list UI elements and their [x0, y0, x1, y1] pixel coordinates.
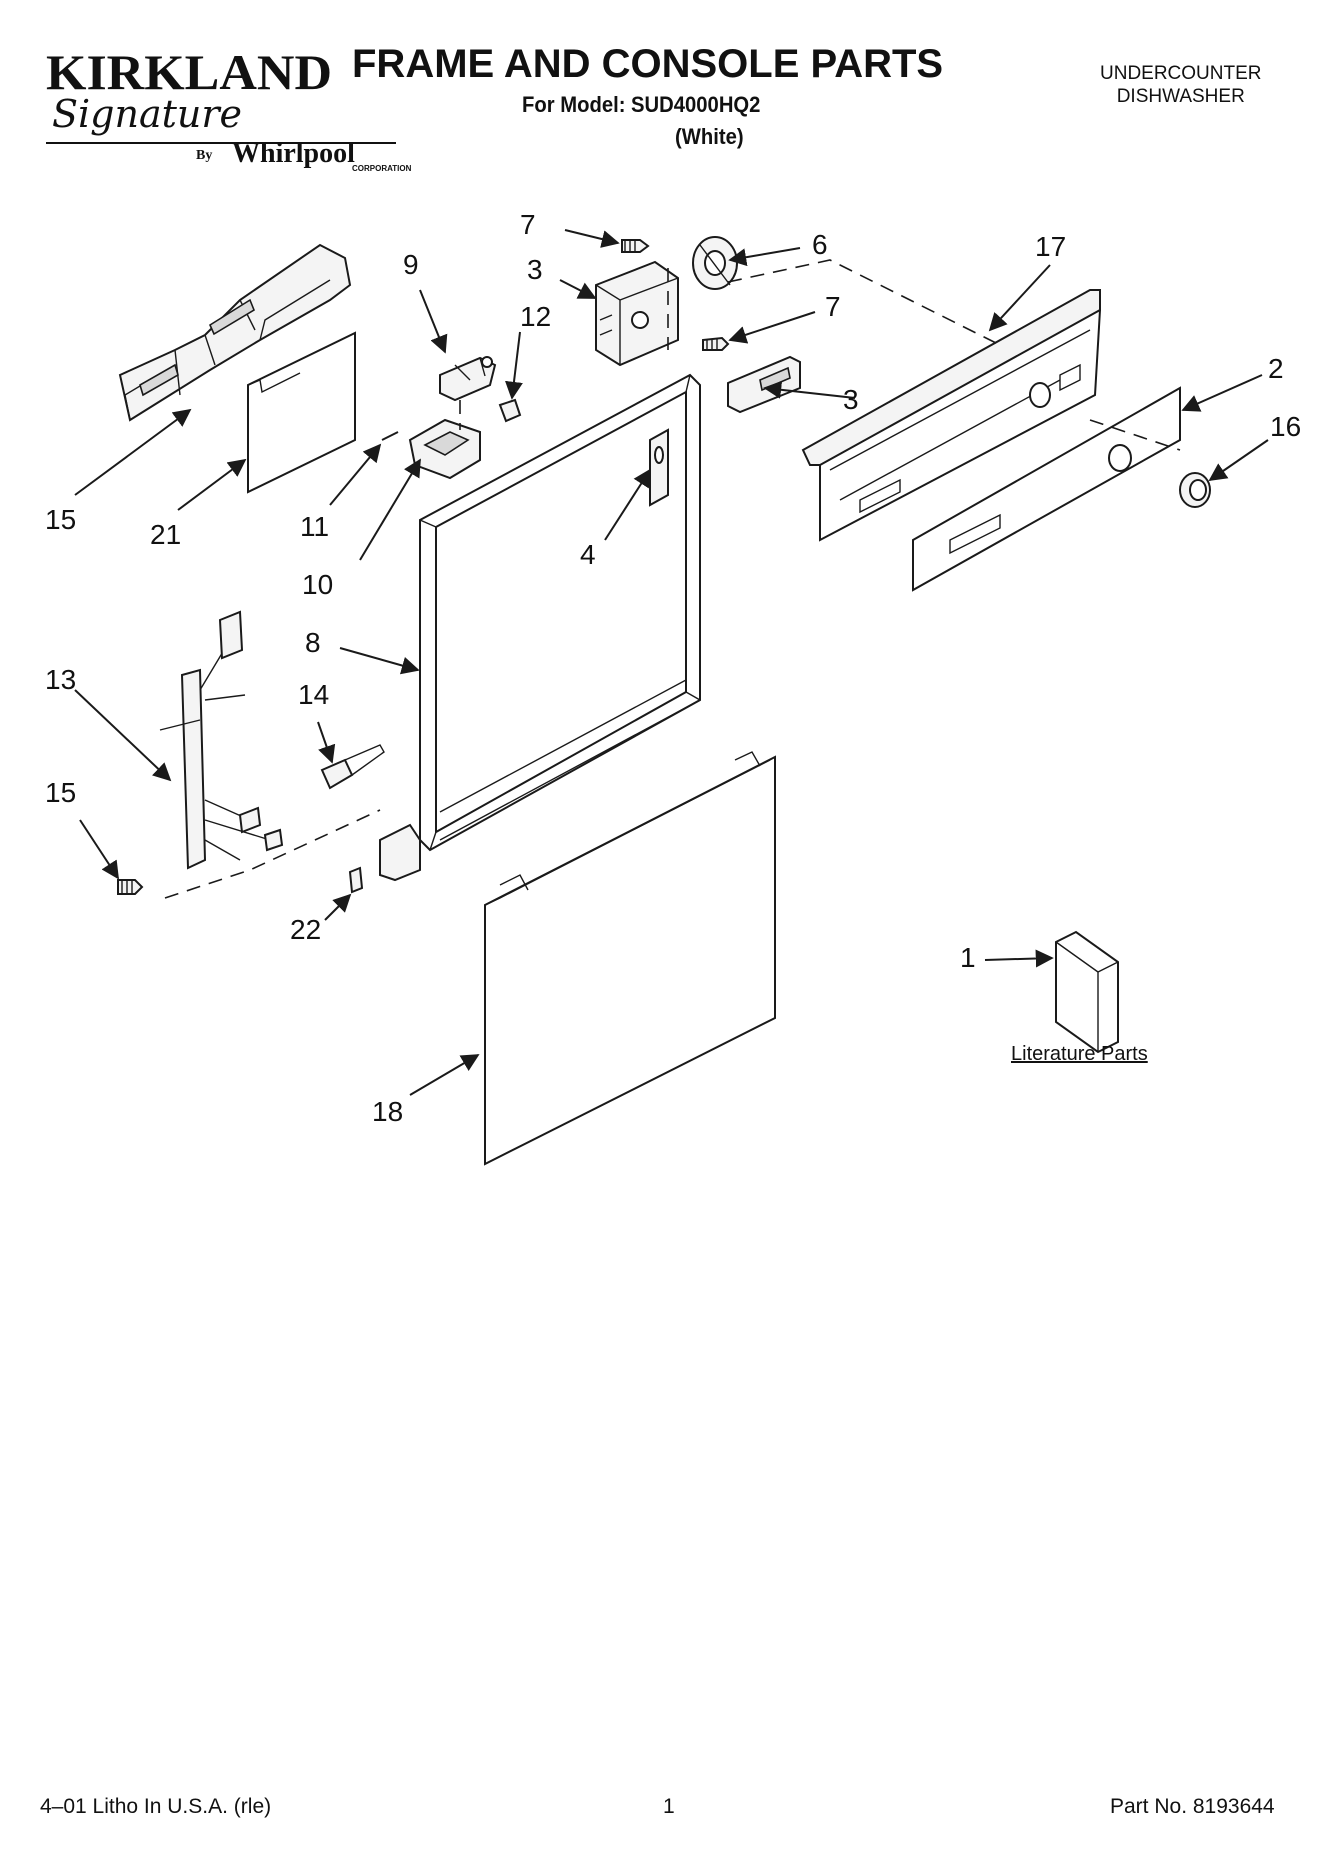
part-6-cam: [692, 236, 738, 290]
assembly-line-harness: [164, 809, 381, 899]
callout-4: 4: [580, 539, 596, 570]
leader-5: [559, 279, 597, 299]
brand-script: Signature: [52, 92, 243, 136]
assembly-line-panel: [1089, 419, 1181, 451]
leader-8: [339, 647, 420, 675]
part-1-literature: [1055, 930, 1119, 1054]
part-18-console: [801, 289, 1101, 542]
part-11-clip: [498, 398, 522, 423]
part-4-strike: [649, 428, 669, 507]
leader-7-right: [728, 311, 816, 344]
part-2-panel: [912, 386, 1181, 592]
part-16-housing: [118, 243, 352, 422]
callout-8: 8: [305, 627, 321, 658]
variant-label: (White): [675, 124, 744, 149]
leader-11: [505, 331, 523, 400]
callout-18: 17: [1035, 231, 1067, 262]
callout-9: 9: [403, 249, 419, 280]
callout-22: 22: [290, 914, 322, 945]
part-22-clip: [348, 866, 364, 894]
callout-7-right: 7: [825, 291, 841, 322]
page-title: FRAME AND CONSOLE PARTS: [352, 42, 944, 86]
leader-9: [419, 289, 448, 354]
callout-2: 2: [1268, 353, 1284, 384]
literature-parts-label: Literature Parts: [1011, 1043, 1148, 1065]
leader-13: [74, 689, 172, 782]
footer-print-info: 4–01 Litho In U.S.A. (rle): [40, 1795, 272, 1818]
callout-14: 14: [298, 679, 330, 710]
leader-3: [763, 380, 856, 399]
leader-15: [79, 819, 119, 880]
leader-16: [74, 408, 192, 496]
part-17-knob: [1179, 472, 1211, 508]
part-7-screw-right: [702, 336, 730, 351]
callout-15: 15: [45, 777, 77, 808]
leader-1: [984, 949, 1054, 968]
page-number: 1: [663, 1795, 675, 1818]
part-21-panel: [247, 331, 356, 494]
part-13-harness: [159, 610, 284, 870]
product-category: UNDERCOUNTER DISHWASHER: [1100, 62, 1262, 108]
part-9-switch: [439, 356, 497, 402]
leader-19: [409, 1054, 480, 1096]
part-7-screw-top: [621, 239, 650, 253]
brand-manufacturer-suffix: CORPORATION: [352, 164, 412, 173]
leader-22: [324, 893, 352, 921]
callout-13: 13: [45, 664, 77, 695]
callout-21: 21: [150, 519, 182, 550]
part-14-switch: [320, 744, 385, 790]
leader-4: [604, 468, 651, 541]
callout-7-top: 7: [520, 209, 536, 240]
brand-name: KIRKLAND: [46, 44, 333, 100]
callout-17: 16: [1270, 411, 1302, 442]
category-line-1: UNDERCOUNTER: [1100, 63, 1262, 84]
callout-11: 12: [520, 301, 552, 332]
category-line-2: DISHWASHER: [1116, 86, 1245, 107]
callout-19: 18: [372, 1096, 404, 1127]
brand-rule: [46, 142, 396, 144]
leader-10: [359, 458, 421, 561]
part-12-pin: [381, 431, 399, 441]
part-8-frame: [379, 373, 701, 882]
part-number: Part No. 8193644: [1110, 1795, 1275, 1818]
part-5-latch: [595, 260, 679, 367]
callout-1: 1: [960, 942, 976, 973]
leader-21: [177, 458, 247, 511]
leader-17: [1208, 439, 1269, 482]
leader-2: [1181, 374, 1263, 412]
callout-6: 6: [812, 229, 828, 260]
leader-6: [728, 247, 801, 267]
part-19-door-panel: [484, 751, 776, 1166]
leader-7-top: [564, 229, 620, 248]
callout-16: 15: [45, 504, 77, 535]
leader-14: [317, 721, 336, 764]
callout-3: 3: [843, 384, 859, 415]
part-10-bracket: [408, 418, 481, 480]
callout-10: 10: [302, 569, 334, 600]
callout-12: 11: [300, 511, 330, 542]
leader-18: [988, 264, 1051, 332]
model-line: For Model: SUD4000HQ2: [522, 92, 761, 117]
part-15-screw: [117, 879, 144, 895]
assembly-line-console: [727, 259, 1001, 346]
callout-5: 3: [527, 254, 543, 285]
brand-logo: KIRKLAND Signature By Whirlpool CORPORAT…: [46, 44, 411, 186]
part-3-switch: [727, 355, 801, 414]
leader-12: [329, 443, 382, 506]
brand-manufacturer: Whirlpool: [232, 138, 355, 169]
brand-by: By: [196, 148, 213, 163]
